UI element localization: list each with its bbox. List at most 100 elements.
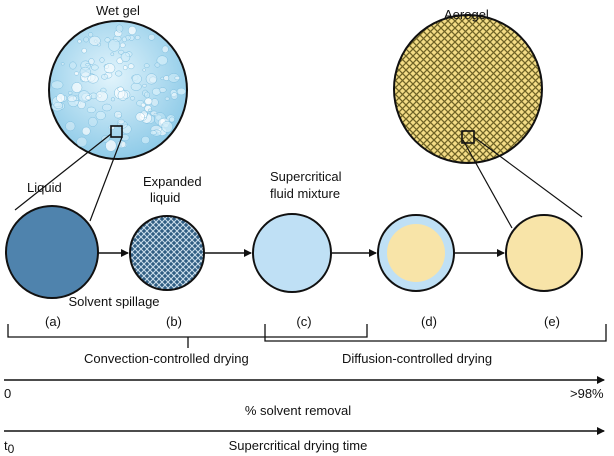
wet-gel-bubble: [156, 55, 168, 66]
wet-gel-bubble: [51, 80, 64, 90]
wet-gel-bubble: [96, 42, 101, 47]
stage-a-label: (a): [45, 314, 61, 329]
wet-gel-bubble: [91, 64, 99, 71]
wet-gel-bubble: [103, 63, 116, 74]
wet-gel-bubble: [88, 58, 95, 65]
wet-gel-bubble: [73, 71, 80, 76]
convection-label: Convection-controlled drying: [84, 351, 249, 366]
axis1-end-label: >98%: [570, 386, 604, 401]
diffusion-label: Diffusion-controlled drying: [342, 351, 492, 366]
supercritical-label-line1: Supercritical: [270, 169, 342, 184]
wet-gel-bubble: [135, 112, 145, 122]
wet-gel-bubble: [105, 139, 117, 152]
wet-gel-bubble: [76, 136, 88, 148]
wet-gel-bubble: [152, 87, 161, 96]
wet-gel-bubble: [86, 106, 96, 114]
wet-gel-bubble: [116, 140, 127, 149]
wet-gel-bubble: [145, 73, 158, 85]
wet-gel-bubble: [56, 93, 65, 103]
wet-gel-bubble: [174, 75, 181, 81]
wet-gel-bubble: [81, 126, 91, 136]
axis1-start-label: 0: [4, 386, 11, 401]
aerogel-zoom-line-left: [462, 139, 513, 229]
wet-gel-bubble: [93, 39, 98, 43]
wet-gel-bubble: [102, 103, 112, 112]
axis2-start-label: t0: [4, 438, 15, 456]
wet-gel-bubble: [150, 98, 159, 107]
wet-gel-zoom-box: [110, 125, 123, 138]
wet-gel-bubble: [67, 91, 73, 95]
wet-gel-bubble: [141, 135, 150, 145]
wet-gel-zoom-line-left: [14, 133, 112, 211]
wet-gel-bubble: [142, 68, 147, 72]
wet-gel-bubble: [118, 49, 125, 55]
axis1-label: % solvent removal: [245, 403, 351, 418]
wet-gel-bubble: [176, 87, 186, 96]
wet-gel-bubble: [67, 94, 77, 103]
wet-gel-bubble: [77, 39, 82, 44]
diffusion-bracket: [264, 324, 607, 342]
convection-bracket: [7, 324, 368, 338]
wet-gel-bubble: [99, 57, 105, 63]
wet-gel-bubble: [95, 90, 108, 103]
wet-gel-label: Wet gel: [96, 3, 140, 18]
aerogel-zoom-line-right: [473, 136, 583, 218]
wet-gel-bubble: [148, 108, 153, 112]
wet-gel-bubble: [148, 34, 156, 41]
wet-gel-bubble: [87, 74, 99, 84]
wet-gel-bubble: [119, 42, 126, 48]
stage-e-label: (e): [544, 314, 560, 329]
expanded-liquid-label-line1: Expanded: [143, 174, 202, 189]
wet-gel-bubble: [101, 74, 109, 80]
wet-gel-bubble: [79, 66, 91, 78]
wet-gel-bubble: [110, 97, 115, 102]
wet-gel-bubble: [108, 38, 121, 52]
aerogel-label: Aerogel: [444, 7, 489, 22]
wet-gel-bubble: [140, 102, 146, 108]
wet-gel-bubble: [69, 61, 77, 70]
wet-gel-bubble: [65, 121, 76, 132]
wet-gel-bubble: [164, 96, 170, 101]
wet-gel-bubble: [154, 62, 161, 68]
wet-gel-bubble: [115, 24, 124, 33]
stage-c-label: (c): [296, 314, 311, 329]
liquid-label: Liquid: [27, 180, 62, 195]
wet-gel-bubble: [81, 48, 87, 54]
wet-gel-bubble: [158, 87, 167, 93]
stage-b-label: (b): [166, 314, 182, 329]
wet-gel-bubble: [60, 62, 65, 66]
wet-gel-particle: [48, 20, 188, 160]
expanded-liquid-label-line2: liquid: [150, 190, 180, 205]
wet-gel-bubble: [88, 35, 101, 46]
wet-gel-bubble: [117, 118, 125, 125]
wet-gel-bubble: [71, 82, 83, 93]
wet-gel-bubble: [122, 65, 128, 71]
wet-gel-bubble: [110, 52, 115, 56]
wet-gel-bubble: [117, 90, 128, 101]
wet-gel-bubbles: [51, 24, 186, 152]
wet-gel-bubble: [144, 97, 153, 105]
wet-gel-bubble: [127, 63, 135, 70]
wet-gel-bubble: [83, 36, 89, 43]
wet-gel-bubble: [104, 37, 111, 43]
wet-gel-bubble: [161, 120, 173, 133]
wet-gel-bubble: [127, 25, 137, 36]
wet-gel-bubble: [143, 63, 150, 69]
stage-d-label: (d): [421, 314, 437, 329]
wet-gel-bubble: [130, 82, 142, 91]
wet-gel-bubble: [88, 116, 98, 127]
wet-gel-bubble: [121, 36, 127, 43]
aerogel-particle: [393, 14, 543, 164]
stage-d-circle: [377, 214, 455, 292]
wet-gel-bubble: [114, 110, 122, 119]
wet-gel-bubble: [53, 101, 64, 109]
stage-e-aerogel-circle: [505, 214, 583, 292]
stage-b-expanded-liquid-circle: [129, 215, 205, 291]
wet-gel-bubble: [134, 34, 141, 41]
wet-gel-bubble: [142, 89, 149, 97]
axis2-label: Supercritical drying time: [229, 438, 368, 453]
wet-gel-bubble: [117, 86, 124, 92]
wet-gel-bubble: [161, 45, 169, 54]
wet-gel-bubble: [144, 91, 151, 99]
